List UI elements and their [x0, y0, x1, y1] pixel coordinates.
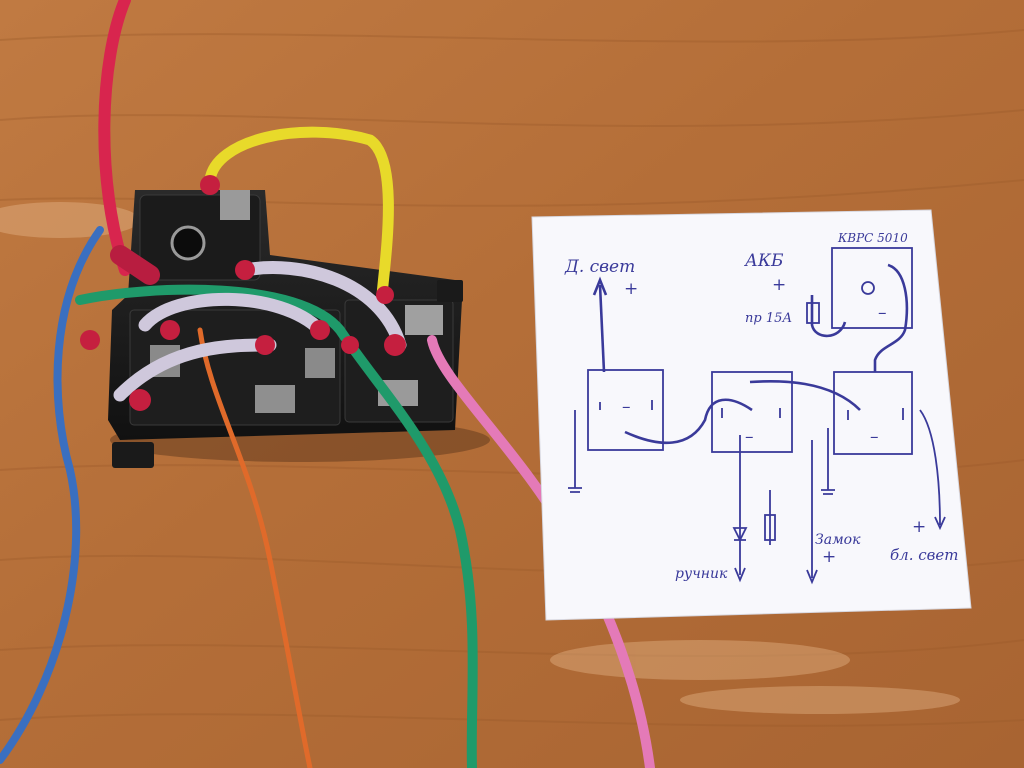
wires: [0, 0, 655, 768]
label-switch: КВРС 5010: [837, 231, 908, 245]
schematic-labels: Д. свет + АКБ + пр 15А КВРС 5010 ручник …: [564, 231, 958, 582]
wire-orange: [197, 327, 313, 768]
schematic-paper: Д. свет + АКБ + пр 15А КВРС 5010 ручник …: [531, 209, 972, 621]
relay-mark: –: [745, 427, 754, 447]
mounting-hole: [170, 225, 206, 261]
label-ignition: Замок: [815, 532, 861, 548]
wire-green: [75, 284, 478, 768]
wire-white-2: [138, 292, 327, 337]
wire-blue: [0, 226, 104, 764]
label-battery: АКБ: [744, 251, 784, 271]
label-headlight-plus: +: [624, 279, 638, 299]
relay-mark: –: [622, 397, 631, 417]
relay-mark: –: [870, 427, 879, 447]
label-low-beam: бл. свет: [890, 546, 958, 564]
terminal: [305, 348, 335, 378]
wire-red-end: [110, 245, 160, 285]
label-handbrake: ручник: [675, 566, 728, 582]
label-headlight: Д. свет: [564, 257, 635, 277]
crimp-terminals: [80, 175, 406, 411]
small-connector: [112, 442, 154, 468]
schematic-drawing: [568, 247, 946, 585]
terminal: [405, 305, 443, 335]
wire-white-1: [238, 261, 407, 352]
wire-white-3: [113, 338, 277, 402]
label-battery-plus: +: [772, 275, 786, 295]
terminal: [220, 190, 250, 220]
wire-red: [98, 0, 131, 276]
label-fuse: пр 15А: [745, 311, 792, 326]
small-connector: [437, 280, 463, 302]
wire-yellow: [204, 126, 394, 301]
terminal: [255, 385, 295, 413]
label-ignition-plus: +: [822, 547, 836, 567]
relay-mark: –: [878, 303, 887, 323]
label-low-beam-plus: +: [912, 517, 926, 537]
